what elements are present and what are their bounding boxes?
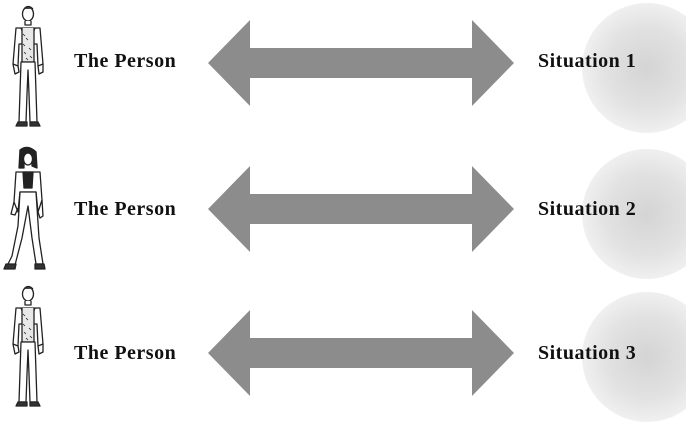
person-situation-row-2: The Person Situation 2 bbox=[0, 142, 686, 279]
situation-label: Situation 3 bbox=[538, 342, 637, 364]
person-situation-row-1: The Person Situation 1 bbox=[0, 0, 686, 136]
situation-label: Situation 1 bbox=[538, 50, 637, 72]
man-figure-icon bbox=[12, 285, 44, 407]
double-arrow-icon bbox=[208, 166, 514, 252]
woman-figure-icon bbox=[3, 146, 46, 270]
situation-bubble bbox=[582, 149, 686, 279]
person-label: The Person bbox=[74, 50, 177, 72]
person-label: The Person bbox=[74, 198, 177, 220]
person-situation-row-3: The Person Situation 3 bbox=[0, 280, 686, 422]
situation-label: Situation 2 bbox=[538, 198, 637, 220]
situation-bubble bbox=[582, 3, 686, 133]
man-figure-icon bbox=[12, 5, 44, 127]
person-label: The Person bbox=[74, 342, 177, 364]
double-arrow-icon bbox=[208, 20, 514, 106]
double-arrow-icon bbox=[208, 310, 514, 396]
situation-bubble bbox=[582, 292, 686, 422]
